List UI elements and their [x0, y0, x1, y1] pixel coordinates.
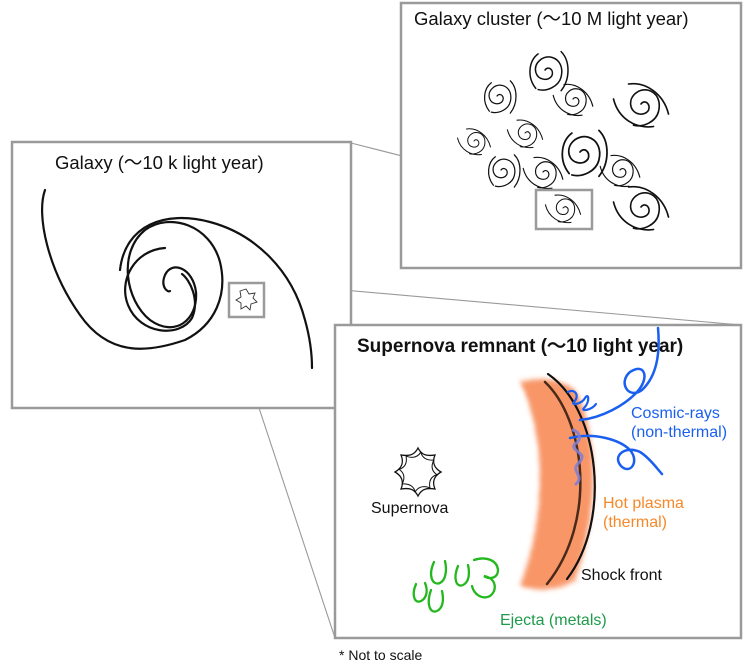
galaxy-title: Galaxy (〜10 k light year) — [55, 152, 264, 173]
cosmic-rays-label-line2: (non-thermal) — [631, 424, 727, 441]
mini-supernova-icon — [235, 288, 258, 311]
shock-front-label: Shock front — [581, 567, 662, 584]
inner-shock-line — [543, 380, 582, 586]
cosmic-rays-icon — [566, 326, 664, 486]
hot-plasma-label-line1: Hot plasma — [603, 495, 684, 512]
supernova-remnant-title: Supernova remnant (〜10 light year) — [357, 336, 683, 357]
shock-front-line — [546, 372, 596, 581]
supernova-remnant-panel: Supernova remnant (〜10 light year) Super… — [333, 323, 743, 640]
supernova-label: Supernova — [371, 500, 448, 517]
cosmic-rays-label-line1: Cosmic-rays — [631, 405, 720, 422]
galaxy-zoom-region — [227, 281, 266, 319]
ejecta-label: Ejecta (metals) — [500, 612, 607, 629]
spiral-galaxy-icon — [41, 188, 314, 370]
hot-plasma-label-line2: (thermal) — [603, 514, 667, 531]
footnote: * Not to scale — [339, 647, 422, 663]
galaxy-cluster-panel: Galaxy cluster (〜10 M light year) — [399, 1, 743, 270]
galaxy-cluster-title: Galaxy cluster (〜10 M light year) — [414, 8, 689, 29]
supernova-star-icon — [393, 446, 443, 498]
galaxy-panel: Galaxy (〜10 k light year) — [10, 140, 353, 410]
supernova-remnant-box — [333, 323, 743, 640]
ejecta-icon — [412, 557, 500, 613]
